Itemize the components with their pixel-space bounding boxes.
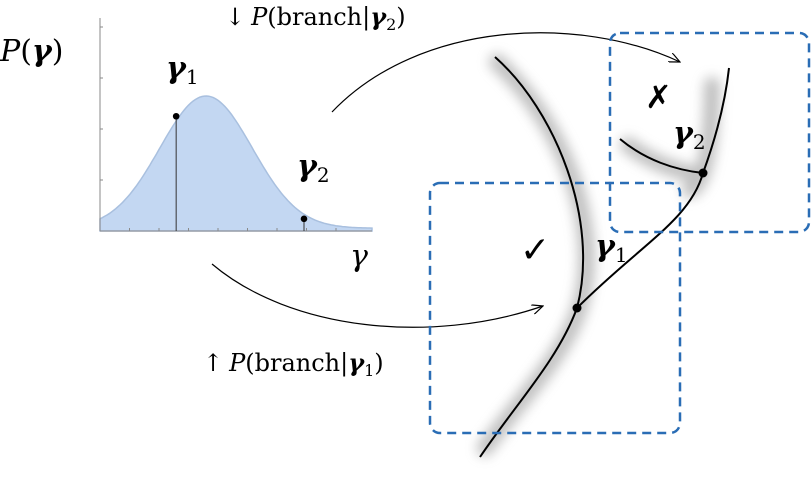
distribution-ylabel: P(γ) xyxy=(0,34,63,69)
gamma1-point xyxy=(172,112,180,120)
junction-gamma2-node xyxy=(698,168,708,178)
reject-cross-mark: ✗ xyxy=(645,78,672,116)
gamma2-point xyxy=(300,215,308,223)
main-branch xyxy=(479,56,585,458)
distribution-xlabel: γ xyxy=(350,239,368,274)
top-arrow-label: ↓P(branch|γ2) xyxy=(225,2,406,34)
gamma2-label: γ2 xyxy=(297,149,330,187)
bottom-arrow-label: ↑P(branch|γ1) xyxy=(203,348,384,380)
upper-branch xyxy=(576,67,730,309)
accept-region-box xyxy=(428,181,682,435)
junction-gamma1-label: γ1 xyxy=(595,229,628,267)
arrow-to-reject-branch xyxy=(331,32,680,113)
junction-gamma1-node xyxy=(572,303,582,313)
arrow-to-accept-branch xyxy=(211,263,543,328)
distribution-plot: P(γ) γ γ1 γ2 xyxy=(0,18,373,274)
tree-branches xyxy=(479,56,730,458)
junction-gamma2-label: γ2 xyxy=(673,116,706,154)
axis-ticks xyxy=(100,26,337,231)
gamma1-label: γ1 xyxy=(166,51,199,89)
rejected-stub-branch xyxy=(619,138,704,174)
side-branch-shadow xyxy=(682,77,720,198)
accept-check-mark: ✓ xyxy=(520,230,550,271)
distribution-area xyxy=(99,95,373,232)
